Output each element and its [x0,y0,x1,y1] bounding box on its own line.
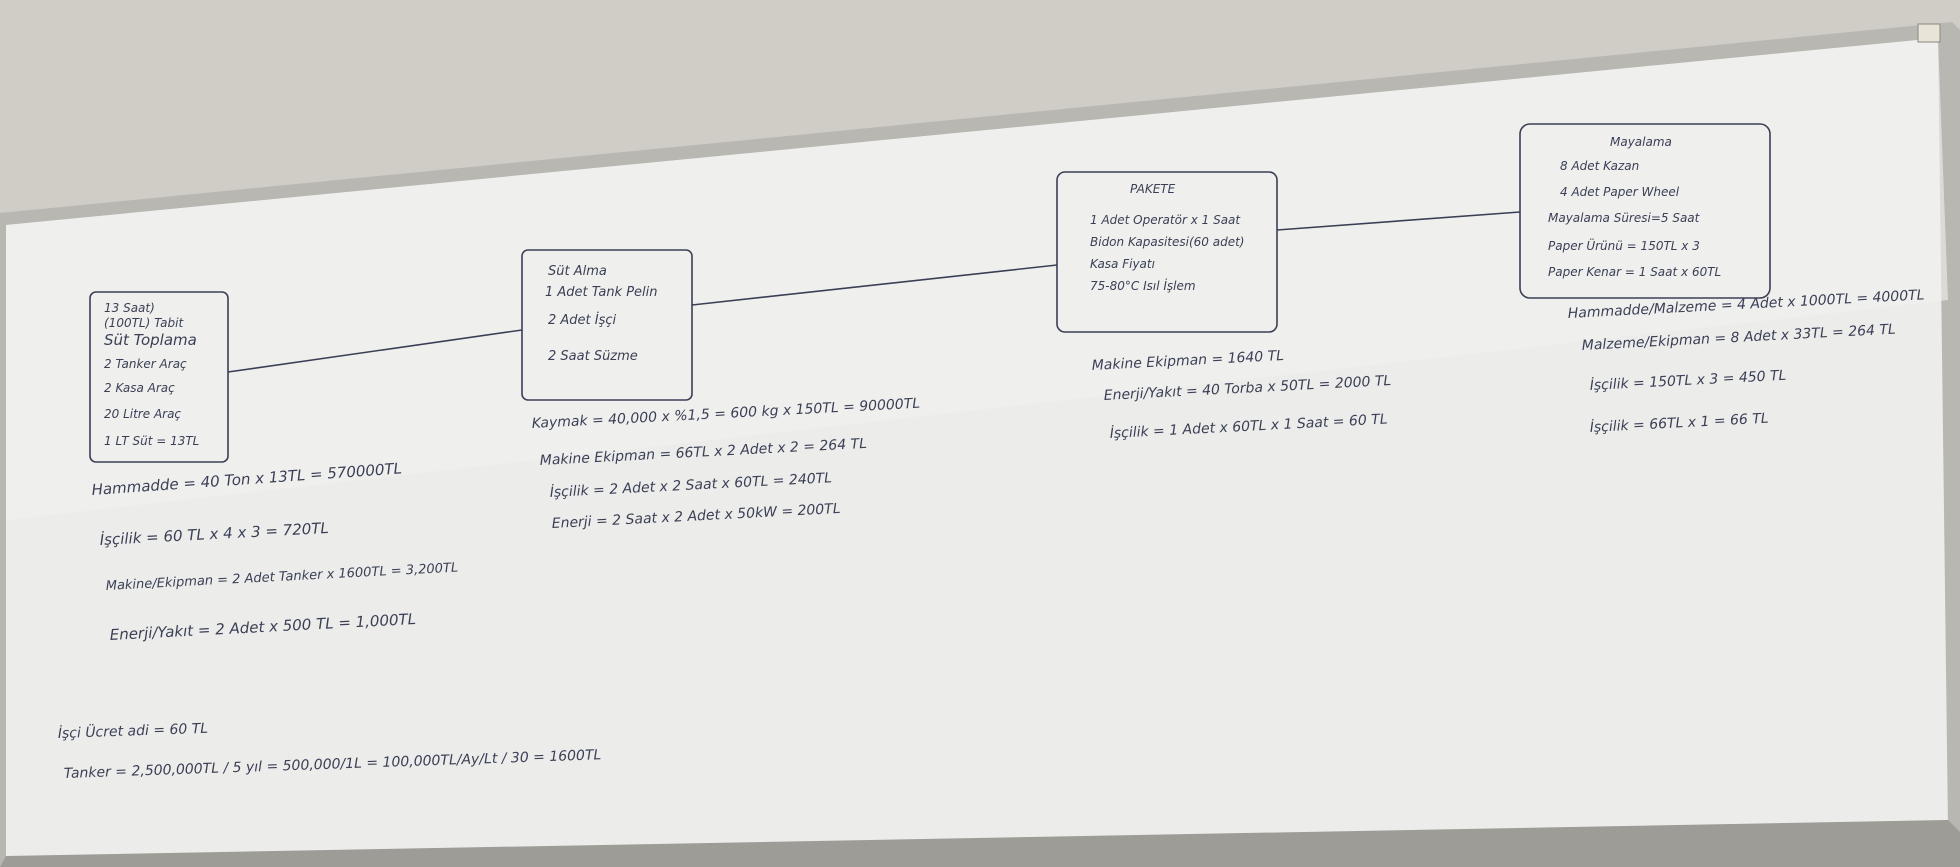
corner-clip [1917,23,1941,43]
connector-1 [227,329,523,373]
box2-line: 2 Adet İşçi [548,312,617,328]
box2-line: Süt Alma [548,264,607,279]
box2-line: 1 Adet Tank Pelin [545,285,658,300]
box3-line: Bidon Kapasitesi(60 adet) [1090,235,1244,249]
box1-line: Süt Toplama [104,331,197,349]
process-box-4 [1519,123,1771,299]
connector-3 [1276,211,1521,231]
box4-line: Mayalama [1610,135,1672,149]
box1-line: 1 LT Süt = 13TL [104,434,199,448]
box1-line: 20 Litre Araç [104,407,181,421]
bottom-note: İşçi Ücret adi = 60 TL [58,719,209,742]
box3-line: Kasa Fiyatı [1090,257,1155,271]
box3-line: 1 Adet Operatör x 1 Saat [1090,213,1241,227]
box4-line: Mayalama Süresi=5 Saat [1548,211,1701,225]
process-box-2 [521,249,693,401]
box1-line: 13 Saat) [104,301,155,315]
box3-line: 75-80°C Isıl İşlem [1090,278,1196,293]
process-box-1 [89,291,229,463]
process-box-3 [1056,171,1278,333]
box1-line: 2 Tanker Araç [104,357,187,371]
box3-line: PAKETE [1130,182,1176,196]
box4-line: 8 Adet Kazan [1560,159,1639,173]
box4-line: 4 Adet Paper Wheel [1560,185,1680,199]
box1-line: 2 Kasa Araç [104,381,175,395]
box4-line: Paper Ürünü = 150TL x 3 [1548,237,1700,253]
box2-line: 2 Saat Süzme [548,349,638,364]
box1-line: (100TL) Tabit [104,316,184,330]
box4-line: Paper Kenar = 1 Saat x 60TL [1548,265,1721,279]
marker-tray [0,820,1960,867]
connector-2 [691,264,1058,306]
